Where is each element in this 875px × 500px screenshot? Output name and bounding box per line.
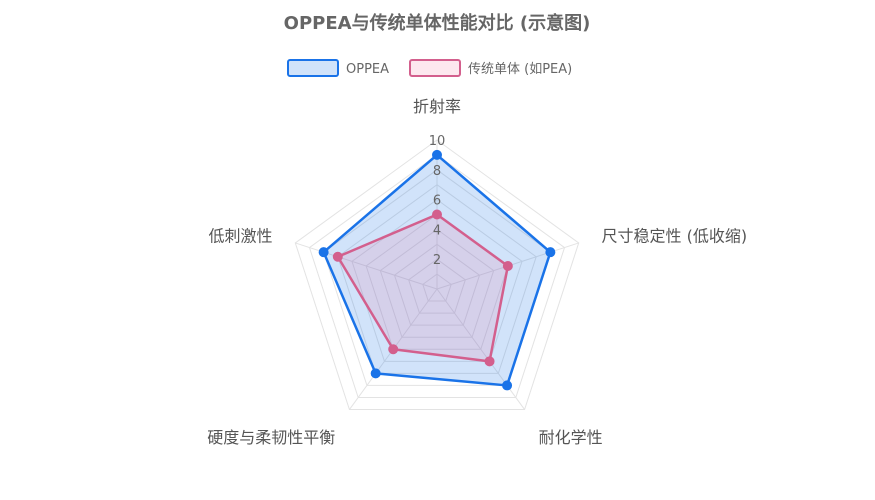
data-point[interactable] xyxy=(370,368,381,379)
data-point[interactable] xyxy=(484,356,495,367)
tick-label: 10 xyxy=(429,134,446,149)
tick-label: 4 xyxy=(433,223,441,238)
legend-label-traditional[interactable]: 传统单体 (如PEA) xyxy=(468,61,572,77)
axis-label: 硬度与柔韧性平衡 xyxy=(207,428,335,447)
grid-ring xyxy=(323,169,551,386)
radar-series xyxy=(318,149,556,391)
data-point[interactable] xyxy=(545,247,556,258)
series-area xyxy=(336,213,510,363)
grid-ring xyxy=(408,258,466,314)
grid-ring xyxy=(294,139,580,411)
data-point[interactable] xyxy=(318,247,329,258)
data-point[interactable] xyxy=(332,251,343,262)
legend-label-oppea[interactable]: OPPEA xyxy=(346,62,389,77)
data-point[interactable] xyxy=(502,260,513,271)
axis-label: 低刺激性 xyxy=(208,227,272,246)
grid-ring xyxy=(351,198,523,362)
data-point[interactable] xyxy=(432,149,442,160)
data-point[interactable] xyxy=(502,380,513,391)
grid-ring xyxy=(379,228,495,338)
legend-swatch-traditional[interactable] xyxy=(409,59,461,77)
grid-ring xyxy=(393,243,481,326)
legend: OPPEA 传统单体 (如PEA) xyxy=(287,59,572,77)
axis-label: 折射率 xyxy=(413,97,461,116)
chart-title: OPPEA与传统单体性能对比 (示意图) xyxy=(284,12,591,34)
series-traditional xyxy=(332,209,513,367)
grid-ring xyxy=(337,184,537,374)
legend-swatch-oppea[interactable] xyxy=(287,59,339,77)
grid-ring xyxy=(308,154,566,398)
tick-label: 8 xyxy=(433,164,441,179)
tick-label: 6 xyxy=(433,194,441,209)
data-point[interactable] xyxy=(432,209,442,220)
axis-label: 尺寸稳定性 (低收缩) xyxy=(602,227,748,246)
radar-ticks: 2 4 6 8 10 xyxy=(429,134,446,268)
axis-label: 耐化学性 xyxy=(539,428,603,447)
grid-ring xyxy=(422,273,452,302)
data-point[interactable] xyxy=(388,344,399,355)
tick-label: 2 xyxy=(433,253,441,268)
